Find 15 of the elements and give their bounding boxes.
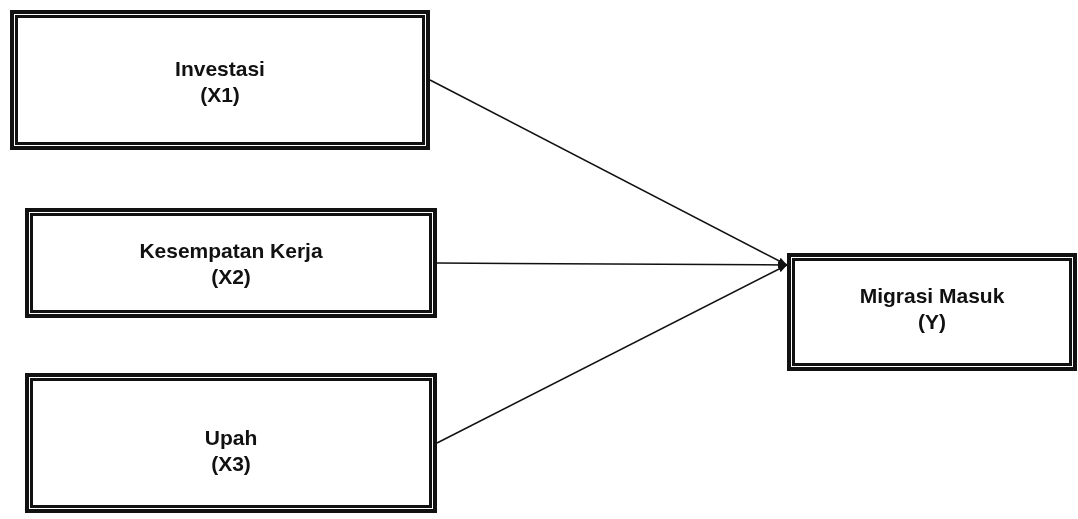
- arrow: [436, 261, 788, 269]
- arrow: [436, 264, 788, 444]
- variable-name: Migrasi Masuk: [859, 283, 1005, 309]
- variable-name: Investasi: [175, 56, 265, 82]
- variable-symbol: (X3): [211, 451, 251, 478]
- variable-symbol: (Y): [918, 309, 946, 336]
- variable-name: Upah: [204, 425, 258, 451]
- variable-symbol: (X1): [200, 82, 240, 109]
- variable-box: [25, 208, 437, 318]
- variable-box: [25, 373, 437, 513]
- arrow: [429, 79, 788, 266]
- variable-box: [10, 10, 430, 150]
- variable-name: Kesempatan Kerja: [139, 238, 323, 264]
- variable-symbol: (X2): [211, 264, 251, 291]
- variable-box: [787, 253, 1077, 371]
